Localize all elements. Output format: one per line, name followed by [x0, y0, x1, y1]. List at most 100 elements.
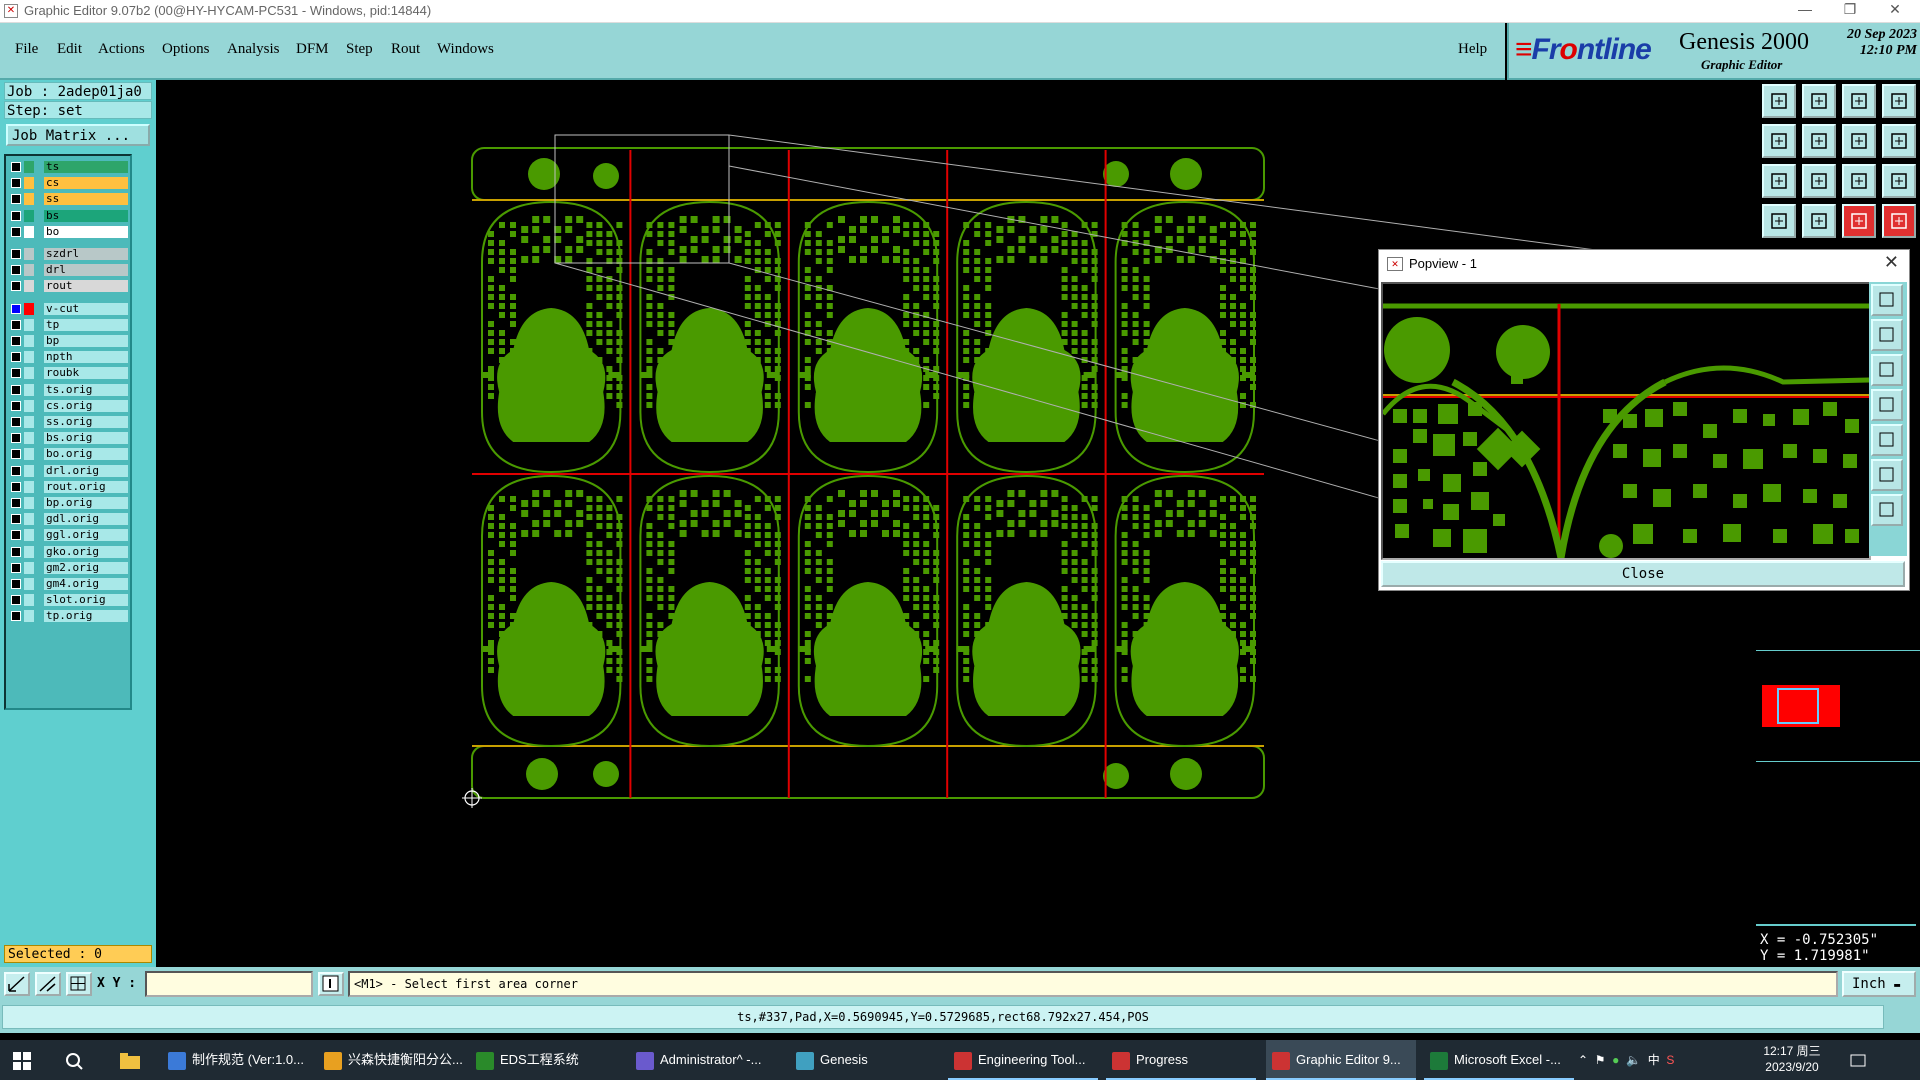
- taskbar-clock[interactable]: 12:17 周三 2023/9/20: [1762, 1043, 1822, 1075]
- close-window-button[interactable]: ✕: [1889, 1, 1901, 17]
- layer-row-ts-orig[interactable]: ts.orig: [8, 383, 128, 397]
- start-button[interactable]: [0, 1040, 44, 1080]
- layer-row-cs[interactable]: cs: [8, 176, 128, 190]
- popview-tool-button[interactable]: [1871, 284, 1903, 316]
- layer-row-tp-orig[interactable]: tp.orig: [8, 609, 128, 623]
- layer-row-tp[interactable]: tp: [8, 318, 128, 332]
- menu-analysis[interactable]: Analysis: [227, 41, 280, 57]
- undo-zoom-button[interactable]: [1842, 124, 1876, 158]
- popview-tool-button[interactable]: [1871, 389, 1903, 421]
- layer-checkbox[interactable]: [11, 368, 21, 379]
- popview-tool-button[interactable]: [1871, 424, 1903, 456]
- layer-checkbox[interactable]: [11, 465, 21, 476]
- layer-a-button[interactable]: [1842, 204, 1876, 238]
- layer-row-bo-orig[interactable]: bo.orig: [8, 447, 128, 461]
- menu-dfm[interactable]: DFM: [296, 41, 329, 57]
- grid-button[interactable]: [66, 972, 92, 996]
- file-explorer-button[interactable]: [110, 1040, 150, 1080]
- draw-mode-button[interactable]: [4, 972, 30, 996]
- layer-checkbox[interactable]: [11, 210, 21, 221]
- layer-row-gko-orig[interactable]: gko.orig: [8, 545, 128, 559]
- minimap[interactable]: [1756, 650, 1920, 762]
- zoom-in-button[interactable]: [1762, 84, 1796, 118]
- layer-checkbox[interactable]: [11, 481, 21, 492]
- layer-b-button[interactable]: [1882, 204, 1916, 238]
- layer-row-v-cut[interactable]: v-cut: [8, 302, 128, 316]
- layer-checkbox[interactable]: [11, 178, 21, 189]
- snap-mode-button[interactable]: [35, 972, 61, 996]
- popview-tool-button[interactable]: [1871, 459, 1903, 491]
- layer-row-roubk[interactable]: roubk: [8, 366, 128, 380]
- ime-indicator[interactable]: 中: [1647, 1053, 1660, 1067]
- popview-window[interactable]: ✕ Popview - 1 ✕ Close: [1378, 249, 1910, 591]
- taskbar-item[interactable]: Progress: [1106, 1040, 1256, 1080]
- window-button[interactable]: [1882, 84, 1916, 118]
- pin-button[interactable]: [1802, 204, 1836, 238]
- layer-checkbox[interactable]: [11, 417, 21, 427]
- scale-button[interactable]: [1842, 164, 1876, 198]
- layer-checkbox[interactable]: [11, 281, 21, 292]
- popview-tool-button[interactable]: [1871, 494, 1903, 526]
- taskbar-item[interactable]: Administrator^ -...: [630, 1040, 780, 1080]
- layer-row-drl-orig[interactable]: drl.orig: [8, 464, 128, 478]
- layer-checkbox[interactable]: [11, 611, 21, 622]
- taskbar-item[interactable]: 制作规范 (Ver:1.0...: [162, 1040, 312, 1080]
- layer-checkbox[interactable]: [11, 433, 21, 444]
- help-button[interactable]: [1882, 164, 1916, 198]
- layer-checkbox[interactable]: [11, 265, 21, 276]
- notification-button[interactable]: [1840, 1040, 1876, 1080]
- system-tray[interactable]: ⌃ ⚑ ● 🔈 中 S: [1578, 1040, 1738, 1080]
- minimap-view[interactable]: [1756, 651, 1920, 761]
- layer-row-cs-orig[interactable]: cs.orig: [8, 399, 128, 413]
- taskbar-item[interactable]: Microsoft Excel -...: [1424, 1040, 1574, 1080]
- layer-row-gm2-orig[interactable]: gm2.orig: [8, 561, 128, 575]
- layer-row-rout[interactable]: rout: [8, 279, 128, 293]
- layer-row-bp-orig[interactable]: bp.orig: [8, 496, 128, 510]
- restore-button[interactable]: ❐: [1843, 1, 1857, 17]
- layer-row-npth[interactable]: npth: [8, 350, 128, 364]
- layer-row-szdrl[interactable]: szdrl: [8, 247, 128, 261]
- layer-row-slot-orig[interactable]: slot.orig: [8, 593, 128, 607]
- menu-file[interactable]: File: [15, 41, 39, 57]
- layer-checkbox[interactable]: [11, 546, 21, 557]
- layer-checkbox[interactable]: [11, 384, 21, 395]
- fit-button[interactable]: [1762, 164, 1796, 198]
- menu-rout[interactable]: Rout: [391, 41, 421, 57]
- minimap-viewport[interactable]: [1777, 688, 1819, 724]
- layer-checkbox[interactable]: [11, 530, 21, 541]
- popview-close-icon[interactable]: ✕: [1883, 252, 1899, 272]
- layer-row-ss[interactable]: ss: [8, 192, 128, 206]
- layer-checkbox[interactable]: [11, 303, 21, 314]
- popview-canvas[interactable]: [1381, 282, 1871, 560]
- layer-row-rout-orig[interactable]: rout.orig: [8, 480, 128, 494]
- layer-checkbox[interactable]: [11, 498, 21, 508]
- pan-left-button[interactable]: [1762, 124, 1796, 158]
- xy-input[interactable]: [145, 971, 313, 997]
- popview-zoom-view[interactable]: [1383, 284, 1869, 558]
- layer-row-bs-orig[interactable]: bs.orig: [8, 431, 128, 445]
- layer-checkbox[interactable]: [11, 400, 21, 411]
- menu-windows[interactable]: Windows: [437, 41, 494, 57]
- layer-checkbox[interactable]: [11, 249, 21, 259]
- pcb-panel-view[interactable]: [156, 80, 1756, 967]
- layer-checkbox[interactable]: [11, 579, 21, 589]
- taskbar-item[interactable]: Genesis: [790, 1040, 940, 1080]
- layer-row-drl[interactable]: drl: [8, 263, 128, 277]
- pan-right-button[interactable]: [1802, 124, 1836, 158]
- layer-checkbox[interactable]: [11, 226, 21, 237]
- layer-checkbox[interactable]: [11, 162, 21, 172]
- redraw-button[interactable]: [1882, 124, 1916, 158]
- popview-tool-button[interactable]: [1871, 354, 1903, 386]
- menu-actions[interactable]: Actions: [98, 41, 145, 57]
- menu-help[interactable]: Help: [1458, 41, 1488, 57]
- popview-tool-button[interactable]: [1871, 319, 1903, 351]
- layer-row-bs[interactable]: bs: [8, 209, 128, 223]
- center-button[interactable]: [1802, 164, 1836, 198]
- layer-checkbox[interactable]: [11, 352, 21, 363]
- taskbar-item[interactable]: 兴森快捷衡阳分公...: [318, 1040, 468, 1080]
- menu-step[interactable]: Step: [346, 41, 373, 57]
- layer-row-bo[interactable]: bo: [8, 225, 128, 239]
- layer-row-ts[interactable]: ts: [8, 160, 128, 174]
- home-button[interactable]: [1842, 84, 1876, 118]
